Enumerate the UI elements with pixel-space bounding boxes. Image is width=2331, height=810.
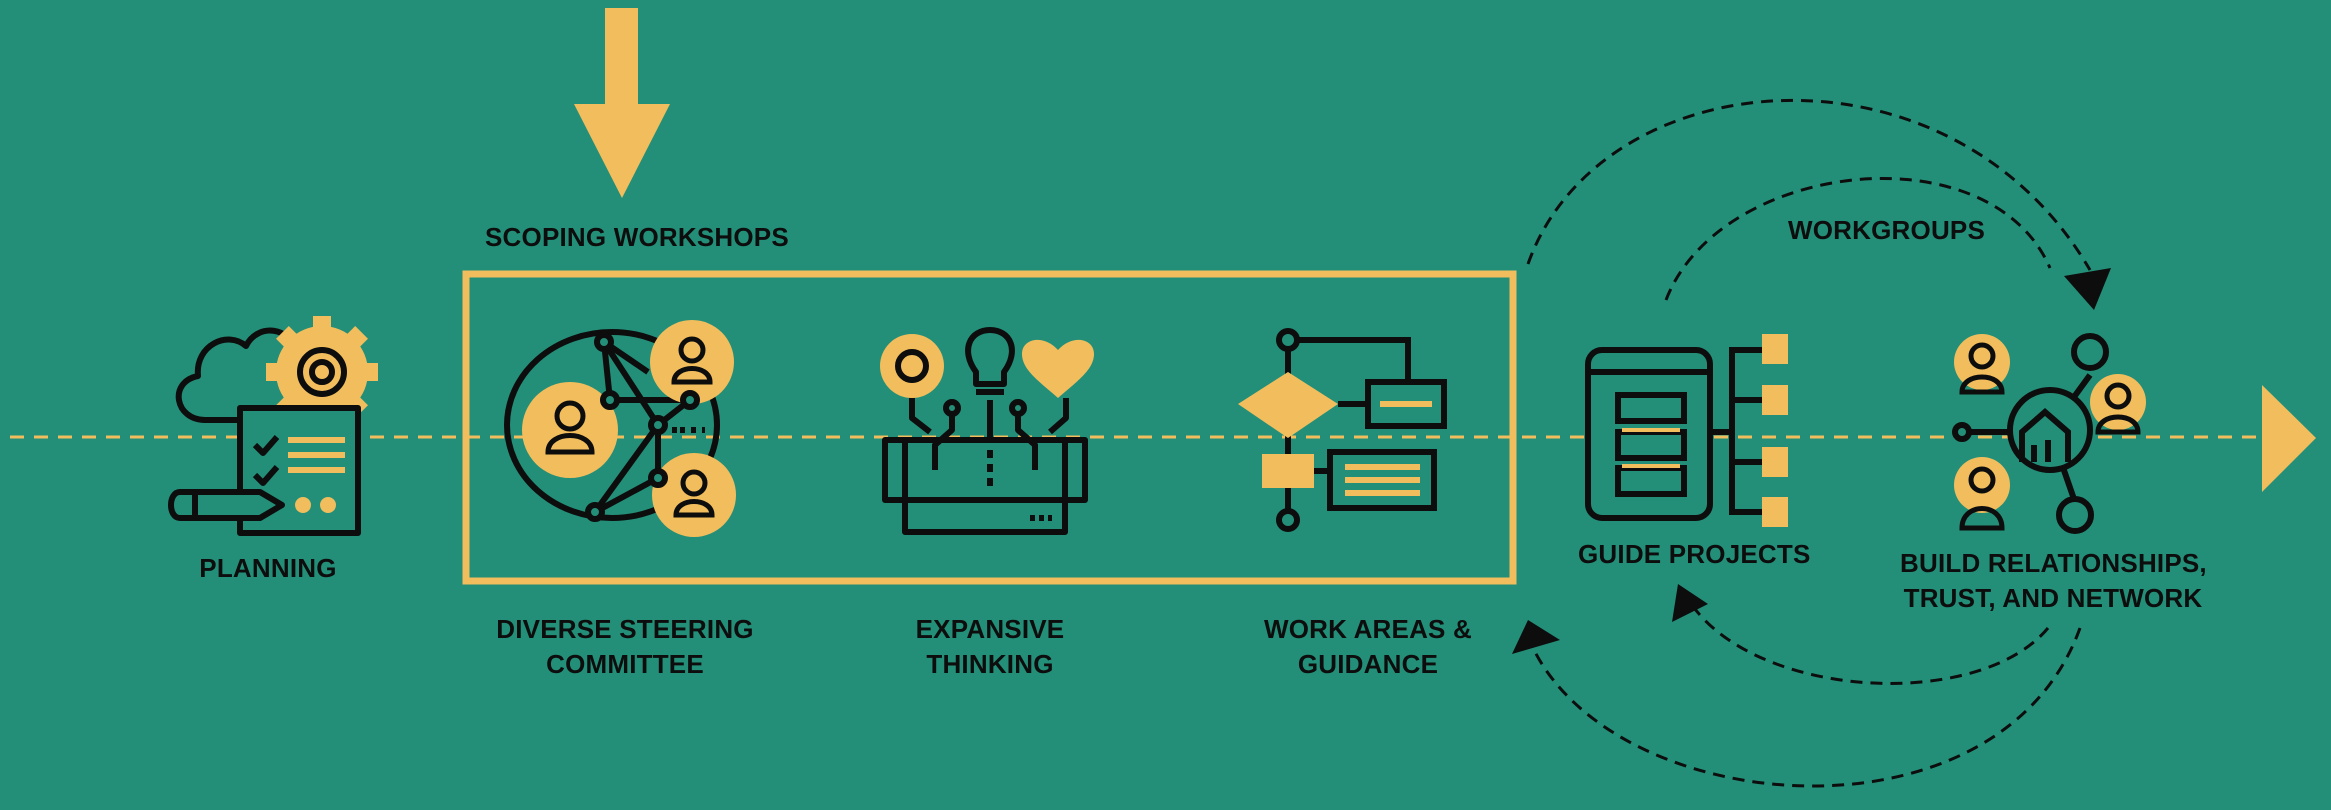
outer-top-arrowhead [2064, 268, 2111, 310]
planning-label: PLANNING [199, 553, 337, 583]
scoping-workshops-box [462, 270, 1517, 585]
outer-bottom-cycle-arrow [1532, 627, 2082, 788]
inner-top-cycle-arrow [1664, 177, 2052, 301]
relationships-label-line2: TRUST, AND NETWORK [1903, 583, 2203, 613]
steering-committee-label-line1: DIVERSE STEERING [496, 614, 754, 644]
planning-icon [168, 316, 378, 536]
workflow-icon [1238, 328, 1447, 532]
guide-projects-icon [1585, 334, 1788, 527]
expansive-thinking-label-line1: EXPANSIVE [915, 614, 1065, 644]
work-areas-label-line2: GUIDANCE [1297, 649, 1439, 679]
steering-committee-icon [504, 320, 736, 537]
relationships-label: BUILD RELATIONSHIPS, TRUST, AND NETWORK [1900, 546, 2207, 616]
expansive-thinking-icon [880, 327, 1094, 535]
inner-bottom-arrowhead [1672, 584, 1708, 622]
expansive-thinking-label-line2: THINKING [926, 649, 1054, 679]
outer-bottom-arrowhead [1512, 620, 1560, 654]
timeline-end-arrow [2262, 385, 2316, 492]
guide-projects-label: GUIDE PROJECTS [1578, 539, 1811, 569]
work-areas-label-line1: WORK AREAS & [1264, 614, 1472, 644]
relationships-label-line1: BUILD RELATIONSHIPS, [1900, 548, 2207, 578]
steering-committee-label-line2: COMMITTEE [546, 649, 704, 679]
network-icon [1952, 333, 2146, 534]
inner-bottom-cycle-arrow [1690, 604, 2050, 685]
down-arrow [574, 8, 670, 198]
scoping-workshops-label: SCOPING WORKSHOPS [485, 222, 789, 252]
outer-top-cycle-arrow [1526, 99, 2092, 271]
work-areas-label: WORK AREAS & GUIDANCE [1248, 612, 1488, 682]
expansive-thinking-label: EXPANSIVE THINKING [880, 612, 1100, 682]
steering-committee-label: DIVERSE STEERING COMMITTEE [480, 612, 770, 682]
workgroups-label: WORKGROUPS [1788, 215, 1985, 245]
